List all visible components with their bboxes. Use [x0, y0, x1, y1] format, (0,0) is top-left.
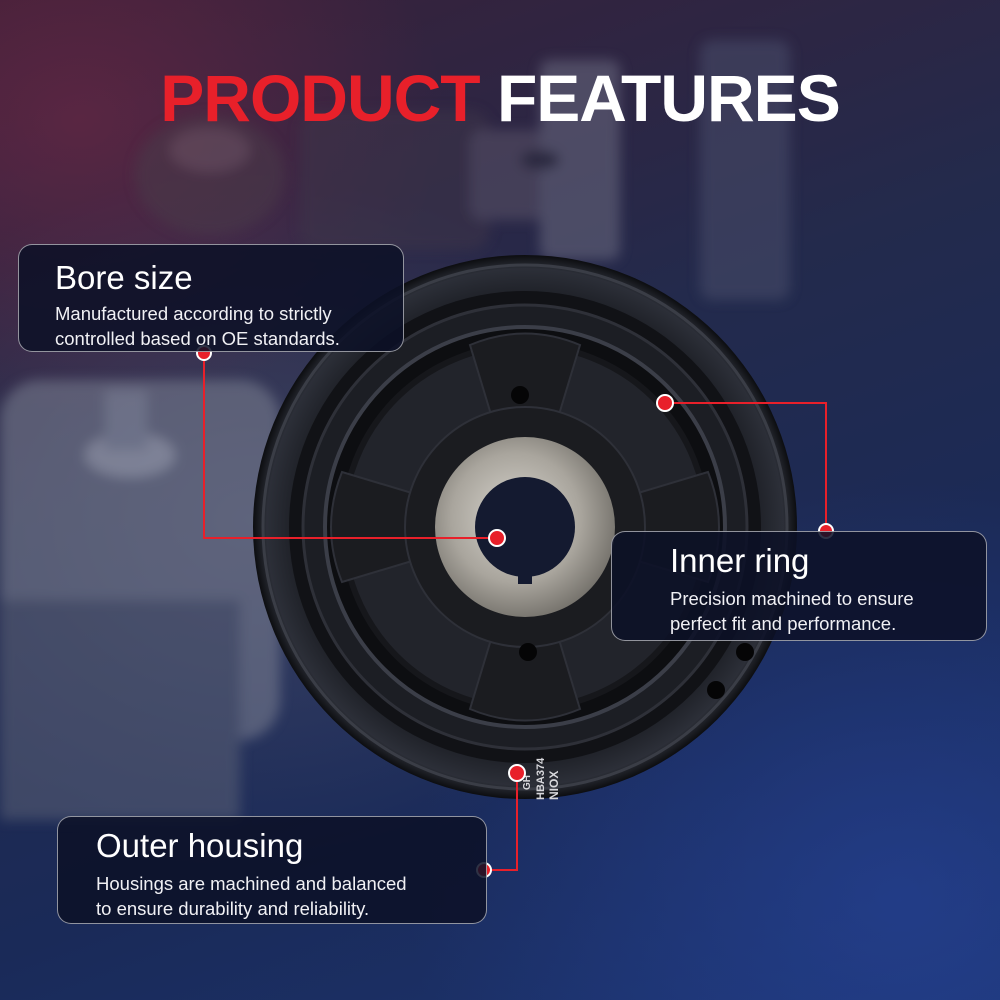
feature-description: Precision machined to ensure perfect fit… — [670, 586, 986, 636]
feature-description-line: Precision machined to ensure — [670, 588, 914, 609]
feature-card-outer-housing: Outer housing Housings are machined and … — [57, 816, 487, 924]
feature-title: Outer housing — [96, 827, 304, 864]
feature-description: Housings are machined and balanced to en… — [96, 871, 486, 921]
title-part-features: FEATURES — [496, 61, 841, 135]
feature-description-line: perfect fit and performance. — [670, 613, 897, 634]
feature-title: Bore size — [55, 259, 193, 296]
brand-marking: NIOX — [547, 771, 561, 800]
feature-description-line: to ensure durability and reliability. — [96, 898, 370, 919]
title-part-product: PRODUCT — [160, 61, 480, 135]
feature-description-line: Housings are machined and balanced — [96, 873, 407, 894]
page-title: PRODUCT FEATURES — [0, 58, 1000, 138]
feature-title: Inner ring — [670, 542, 810, 579]
feature-description: Manufactured according to strictly contr… — [55, 301, 403, 351]
feature-description-line: Manufactured according to strictly — [55, 303, 332, 324]
part-number-marking: HBA374 — [535, 757, 547, 800]
feature-card-bore-size: Bore size Manufactured according to stri… — [18, 244, 404, 352]
feature-card-inner-ring: Inner ring Precision machined to ensure … — [611, 531, 987, 641]
code-marking: GH — [522, 775, 533, 790]
feature-description-line: controlled based on OE standards. — [55, 328, 340, 349]
